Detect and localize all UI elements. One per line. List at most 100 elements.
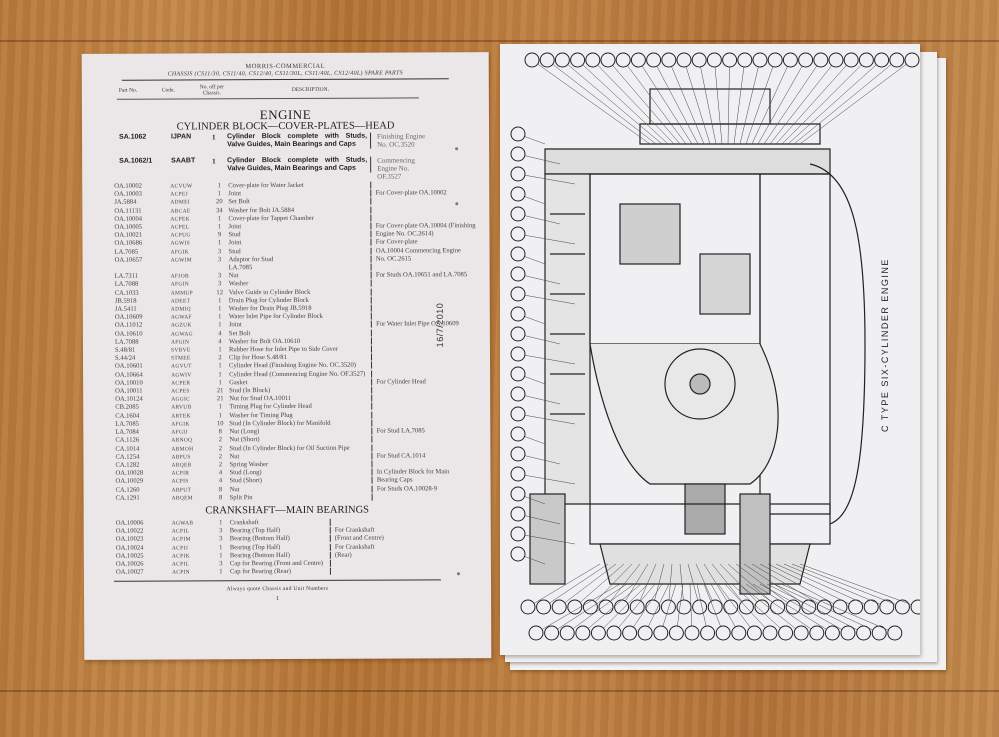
description: Cap for Bearing (Rear) [229,568,291,576]
callout-circle [510,486,526,502]
leader-line [710,583,740,634]
code: SAABT [171,157,196,165]
leader-line [613,583,656,634]
leader-line [517,293,576,305]
leader-line [531,59,651,145]
part-no: S.44/24 [114,354,136,363]
leader-line [517,173,576,185]
code: ACPUG [170,232,191,239]
drive-shaft [739,493,771,595]
part-no: LA.7311 [114,272,139,280]
qty: 21 [216,395,224,403]
chassis-header: CHASSIS (CS11/30, CS11/40, CS12/40, CS11… [121,70,449,81]
leader-line [759,583,849,634]
callout-circle [510,466,526,482]
code: ACPEJ [170,191,189,198]
callout-circle [606,625,622,641]
qty: 1 [218,411,222,419]
leader-line [517,233,576,245]
code: AGVUT [171,363,192,370]
leader-line [695,563,716,608]
leader-line [592,59,675,145]
part-no: LA.7084 [115,428,139,436]
leader-line [517,533,576,545]
leader-line [783,563,887,608]
leader-line [780,583,895,634]
leader-line [759,563,841,608]
note: (Rear) [324,551,384,559]
callout-circle [622,625,638,641]
note [324,568,384,576]
callout-circle [887,625,903,641]
callout-circle [668,625,684,641]
callout-circle [809,625,825,641]
note-text [329,559,335,567]
leader-line [775,59,852,145]
table-plank-seam [0,690,999,692]
code: ABQEB [171,462,192,469]
part-no: OA.10686 [114,240,143,248]
leader-line [551,583,628,634]
callout-circle [782,52,798,68]
leader-line [763,59,822,145]
qty: 4 [218,329,222,337]
qty: 8 [218,428,222,436]
callout-circle [590,625,606,641]
callout-circle [570,52,586,68]
note-text [371,493,377,501]
code: STMEE [170,355,191,362]
crankshaft-web [664,348,736,420]
water-jacket-ports [550,213,585,415]
date-stamp: 16/7/2010 [434,302,445,348]
code: ACPIM [171,536,191,543]
col-part-no: Part No. [118,87,138,94]
note: For Studs OA.10651 and LA.7085 [365,271,476,280]
note-text [371,296,377,304]
side-cover [759,173,831,515]
crankshaft-journal [689,373,711,395]
note-text [370,214,376,222]
qty: 3 [217,247,222,255]
note-text [371,337,377,345]
note-text: In Cylinder Block for Main [371,468,450,476]
qty: 4 [218,469,223,477]
leader-line [577,59,669,145]
callout-circle [879,599,895,615]
leader-line [683,59,711,145]
leader-line [773,583,880,634]
code: AGWIS [170,240,191,247]
callout-circle [785,599,801,615]
code [171,264,211,272]
note-text: For Stud LA.7085 [371,427,425,435]
callout-circle [700,625,716,641]
diagram-title: C TYPE SIX-CYLINDER ENGINE [880,258,890,432]
qty: 1 [219,552,223,560]
part-no: SA.1062 [119,133,147,141]
part-no: CA.1126 [115,436,140,445]
note-text [371,435,377,443]
leader-line [731,583,786,634]
qty: 8 [218,485,223,493]
code: ACPIN [171,569,190,576]
main-bearing-cap [684,483,726,535]
note-text [370,206,376,214]
part-no: OA.10006 [115,519,144,527]
callout-circle [536,599,552,615]
callout-circle [715,625,731,641]
qty [211,264,229,272]
part-no [115,265,171,273]
part-no: OA.10657 [114,256,143,264]
leader-line [703,583,724,634]
qty: 9 [217,231,222,239]
callout-circle [858,52,874,68]
note-text: For Cylinder Head [371,378,426,386]
page-number: 1 [276,596,280,603]
qty: 2 [218,444,223,452]
code: AGZUK [170,322,192,329]
note-text: OA.10004 Commencing Engine [370,246,462,255]
qty: 2 [218,354,222,362]
callout-circle [598,599,614,615]
qty: 1 [219,543,223,551]
leader-line [605,563,641,608]
